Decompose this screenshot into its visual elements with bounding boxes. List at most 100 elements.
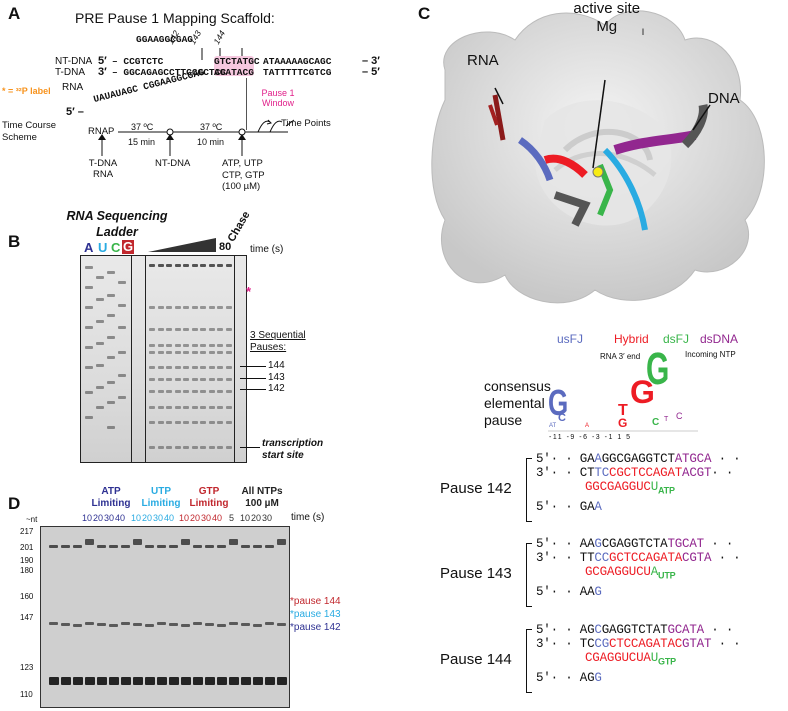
ladder-band [85,416,93,419]
pause-seq-line: 5′· · GAA [536,500,602,514]
time-course-band [149,406,155,409]
gel-band-start [217,677,227,685]
gel-band-start [169,677,179,685]
gel-band-top [265,545,274,548]
pause-seq-segment: U [650,651,659,665]
pause-seq-segment: ATGCA [674,452,712,466]
ladder-band [96,364,104,367]
gel-band-pause [157,622,166,625]
gel-band-start [109,677,119,685]
time-course-band [200,306,206,309]
gel-band-pause [253,624,262,627]
size-marker-label: 123 [20,663,34,672]
nt-seq: – CCGTCTC [112,56,164,67]
step1-temp: 37 ºC [131,122,154,132]
gel-band-pause [73,624,82,627]
gel-band-start [241,677,251,685]
ladder-band [96,298,104,301]
time-course-band [225,328,232,331]
pause144-line [240,366,266,367]
consensus-label: consensus elemental pause [484,378,551,428]
time-course-band [217,446,223,449]
time-point-label: 30 [262,513,273,523]
group-utp: UTP Limiting [141,486,181,509]
pause-seq-segment: · · [711,551,741,565]
time-course-band [200,264,206,267]
time-course-band [225,344,232,347]
pause-seq-segment: 5′· · GA [536,452,595,466]
time-course-band [191,390,198,393]
gel-band-start [157,677,167,685]
ladder-band [118,374,126,377]
time-course-band [208,344,215,347]
t-3prime: 3′ [98,66,107,78]
time-course-band [183,421,189,424]
step1-time: 15 min [128,137,156,147]
gel-band-top [217,545,226,548]
pause-block-bracket [526,458,532,522]
size-marker-label: 110 [20,690,33,699]
time-course-band [200,378,206,381]
scaffold-title: PRE Pause 1 Mapping Scaffold: [75,10,275,26]
time-point-label: 30 [104,513,115,523]
time-course-band [157,264,164,267]
time-course-band [225,366,232,369]
t-seq: – GGCAGAGCCTTCCGCTCC [112,67,227,78]
group-all: All NTPs 100 µM [241,486,283,509]
time-course-band [200,366,206,369]
pause-seq-segment: · · [711,466,734,480]
svg-text:G: G [548,382,568,423]
logo-pos-m1: -1 [604,434,614,441]
pause-seq-segment: ACGT [682,466,712,480]
rna-label: RNA [62,82,84,93]
ladder-band [96,276,104,279]
ladder-band [107,271,115,274]
time-course-band [217,406,223,409]
ladder-band [96,386,104,389]
time-course-band [208,264,215,267]
logo-positions: -11 -9 -6 -3 -1 1 5 [549,434,632,441]
gel-band-top [61,545,70,548]
time-unit-b: time (s) [250,244,284,255]
gel-band-top [169,545,178,548]
pause-seq-segment: 5′· · AA [536,537,595,551]
ladder-u: U [98,240,108,255]
time-course-band [225,306,232,309]
gel-band-top [241,545,250,548]
time-course-band [183,378,189,381]
gel-band-pause [85,622,94,625]
time-course-band [183,351,189,354]
svg-text:G: G [646,345,669,395]
time-wedge [148,238,216,252]
pause-seq-line: GGCGAGGUCUATP [585,480,675,496]
sequencing-gel [80,255,247,463]
logo-pos-m11: -11 [549,434,564,441]
pause-block-bracket [526,543,532,607]
pause-seq-segment: 5′· · AA [536,585,595,599]
time-course-band [191,328,198,331]
start-site-line [240,447,260,448]
ladder-band [85,306,93,309]
add-tdna-rna: T-DNA RNA [88,158,118,180]
gel-band-start [145,677,155,685]
pause-seq-segment: GCTCCAGATA [609,551,683,565]
gel-band-start [73,677,83,685]
pause-144-label: 144 [268,360,285,371]
nt-label: ~nt [26,515,38,524]
time-course-band [183,446,189,449]
ladder-band [85,366,93,369]
pause-seq-segment: · · [711,452,741,466]
pause-seq-segment: A [650,565,659,579]
time-course-band [174,328,181,331]
gel-band-start [277,677,287,685]
pause-seq-line: CGAGGUCUAUGTP [585,651,676,667]
time-course-band [183,390,189,393]
hybrid-label: Hybrid [614,332,649,346]
gel-band-pause [217,624,226,627]
time-course-band [157,306,164,309]
start-site-label: transcription start site [262,438,324,461]
pause-seq-segment: GCATA [667,623,704,637]
time-course-band [183,366,189,369]
time-course-band [183,406,189,409]
